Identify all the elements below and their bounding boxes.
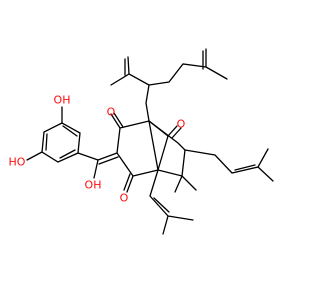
atom-labels: OH HO OH O O O bbox=[9, 94, 186, 205]
ketone-upper-label: O bbox=[107, 106, 116, 119]
hydroxyl-left-label: HO bbox=[9, 156, 26, 169]
molecule-structure-drawing: OH HO OH O O O bbox=[9, 48, 274, 235]
ketone-bridge-label: O bbox=[177, 118, 186, 131]
ketone-lower-label: O bbox=[120, 192, 129, 205]
bond-skeleton bbox=[26, 48, 274, 235]
enol-hydroxyl-label: OH bbox=[85, 179, 102, 192]
hydroxyl-top-label: OH bbox=[54, 94, 71, 107]
